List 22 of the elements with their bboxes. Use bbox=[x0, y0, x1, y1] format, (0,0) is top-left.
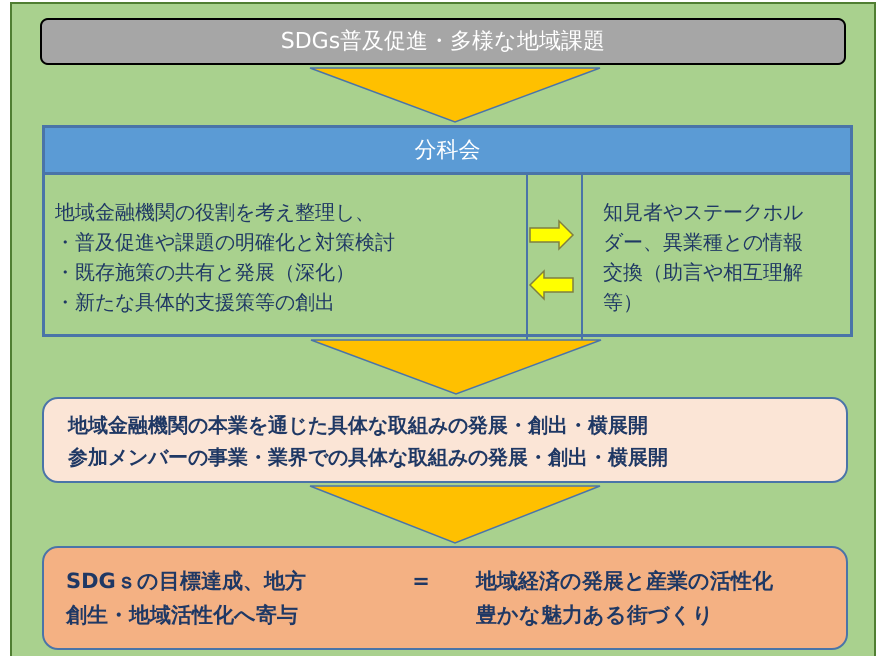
chevron-arrow bbox=[309, 67, 601, 123]
body-text: 知見者やステークホルダー、異業種との情報交換（助言や相互理解等） bbox=[603, 199, 804, 316]
body-text: ・普及促進や課題の明確化と対策検討 bbox=[55, 229, 396, 256]
result-text: 地域金融機関の本業を通じた具体な取組みの発展・創出・横展開 bbox=[68, 412, 649, 439]
equals-sign: = bbox=[411, 568, 431, 595]
chevron-arrow bbox=[309, 485, 601, 544]
goal-text: 地域経済の発展と産業の活性化 bbox=[476, 568, 773, 595]
body-text: ・新たな具体的支援策等の創出 bbox=[55, 289, 336, 316]
chevron-arrow bbox=[310, 339, 602, 395]
result-text: 参加メンバーの事業・業界での具体な取組みの発展・創出・横展開 bbox=[68, 444, 669, 471]
title-text: SDGs普及促進・多様な地域課題 bbox=[280, 28, 606, 56]
block-arrow bbox=[529, 219, 574, 251]
result-box bbox=[42, 397, 848, 483]
goal-text: SDGｓの目標達成、地方創生・地域活性化へ寄与 bbox=[66, 568, 307, 629]
goal-box bbox=[42, 546, 848, 650]
panel-box bbox=[42, 125, 853, 337]
goal-text: 豊かな魅力ある街づくり bbox=[476, 602, 715, 629]
body-text: 地域金融機関の役割を考え整理し、 bbox=[55, 199, 376, 226]
block-arrow bbox=[528, 269, 574, 301]
panel-heading: 分科会 bbox=[414, 136, 480, 164]
title-box bbox=[40, 18, 846, 65]
body-text: ・既存施策の共有と発展（深化） bbox=[55, 259, 356, 286]
